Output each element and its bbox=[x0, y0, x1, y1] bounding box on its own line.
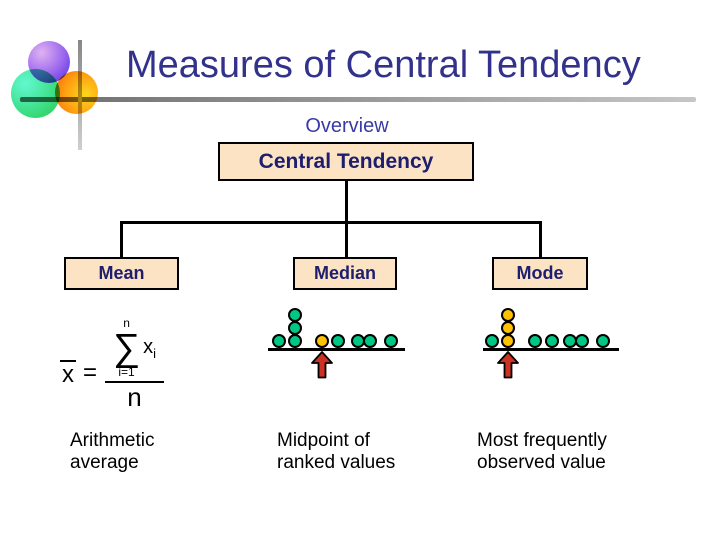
formula-lhs: x = bbox=[60, 359, 97, 387]
central-tendency-node: Central Tendency bbox=[218, 142, 474, 181]
logo-circle-orange-icon bbox=[55, 71, 98, 114]
connector-drop-mode bbox=[539, 221, 542, 258]
formula-fraction: n ∑ i=1 xi n bbox=[105, 316, 164, 413]
formula-denominator: n bbox=[127, 382, 142, 413]
gold-dot bbox=[501, 321, 515, 335]
summation-symbol: n ∑ i=1 bbox=[113, 316, 141, 380]
gold-dot bbox=[501, 334, 515, 348]
green-dot bbox=[288, 334, 302, 348]
green-dot bbox=[528, 334, 542, 348]
connector-horizontal-rail bbox=[120, 221, 542, 224]
green-dot bbox=[288, 308, 302, 322]
connector-root-stem bbox=[345, 180, 348, 223]
sum-upper-limit: n bbox=[123, 316, 130, 330]
median-label: Median bbox=[313, 263, 376, 283]
mean-label: Mean bbox=[98, 263, 145, 283]
sigma-icon: ∑ bbox=[113, 327, 141, 370]
number-line bbox=[483, 348, 619, 351]
green-dot bbox=[288, 321, 302, 335]
green-dot bbox=[575, 334, 589, 348]
formula-equals: = bbox=[83, 359, 98, 387]
mean-node: Mean bbox=[64, 257, 179, 290]
connector-drop-mean bbox=[120, 221, 123, 258]
mean-formula: x = n ∑ i=1 xi n bbox=[60, 316, 164, 413]
green-dot bbox=[384, 334, 398, 348]
sum-lower-limit: i=1 bbox=[118, 365, 135, 380]
green-dot bbox=[545, 334, 559, 348]
green-dot bbox=[485, 334, 499, 348]
median-dotplot bbox=[266, 306, 408, 382]
green-dot bbox=[331, 334, 345, 348]
up-arrow-icon bbox=[311, 351, 333, 379]
mean-caption: Arithmetic average bbox=[70, 430, 155, 473]
green-dot bbox=[596, 334, 610, 348]
gold-dot bbox=[315, 334, 329, 348]
connector-drop-median bbox=[345, 221, 348, 258]
formula-xbar: x bbox=[60, 359, 76, 388]
title-underline bbox=[20, 97, 696, 102]
up-arrow-icon bbox=[497, 351, 519, 379]
number-line bbox=[268, 348, 405, 351]
formula-numerator: n ∑ i=1 xi bbox=[105, 316, 164, 384]
green-dot bbox=[363, 334, 377, 348]
median-caption: Midpoint of ranked values bbox=[277, 430, 396, 473]
mode-node: Mode bbox=[492, 257, 588, 290]
green-dot bbox=[272, 334, 286, 348]
summand-subscript: i bbox=[153, 345, 156, 361]
gold-dot bbox=[501, 308, 515, 322]
median-node: Median bbox=[293, 257, 397, 290]
slide-subtitle: Overview bbox=[305, 115, 389, 137]
mode-label: Mode bbox=[516, 263, 564, 283]
formula-summand: xi bbox=[143, 335, 156, 361]
mode-dotplot bbox=[481, 306, 623, 382]
page-title: Measures of Central Tendency bbox=[126, 44, 641, 86]
mode-caption: Most frequently observed value bbox=[477, 430, 607, 473]
central-tendency-label: Central Tendency bbox=[258, 149, 434, 173]
logo-circle-green-icon bbox=[11, 69, 60, 118]
